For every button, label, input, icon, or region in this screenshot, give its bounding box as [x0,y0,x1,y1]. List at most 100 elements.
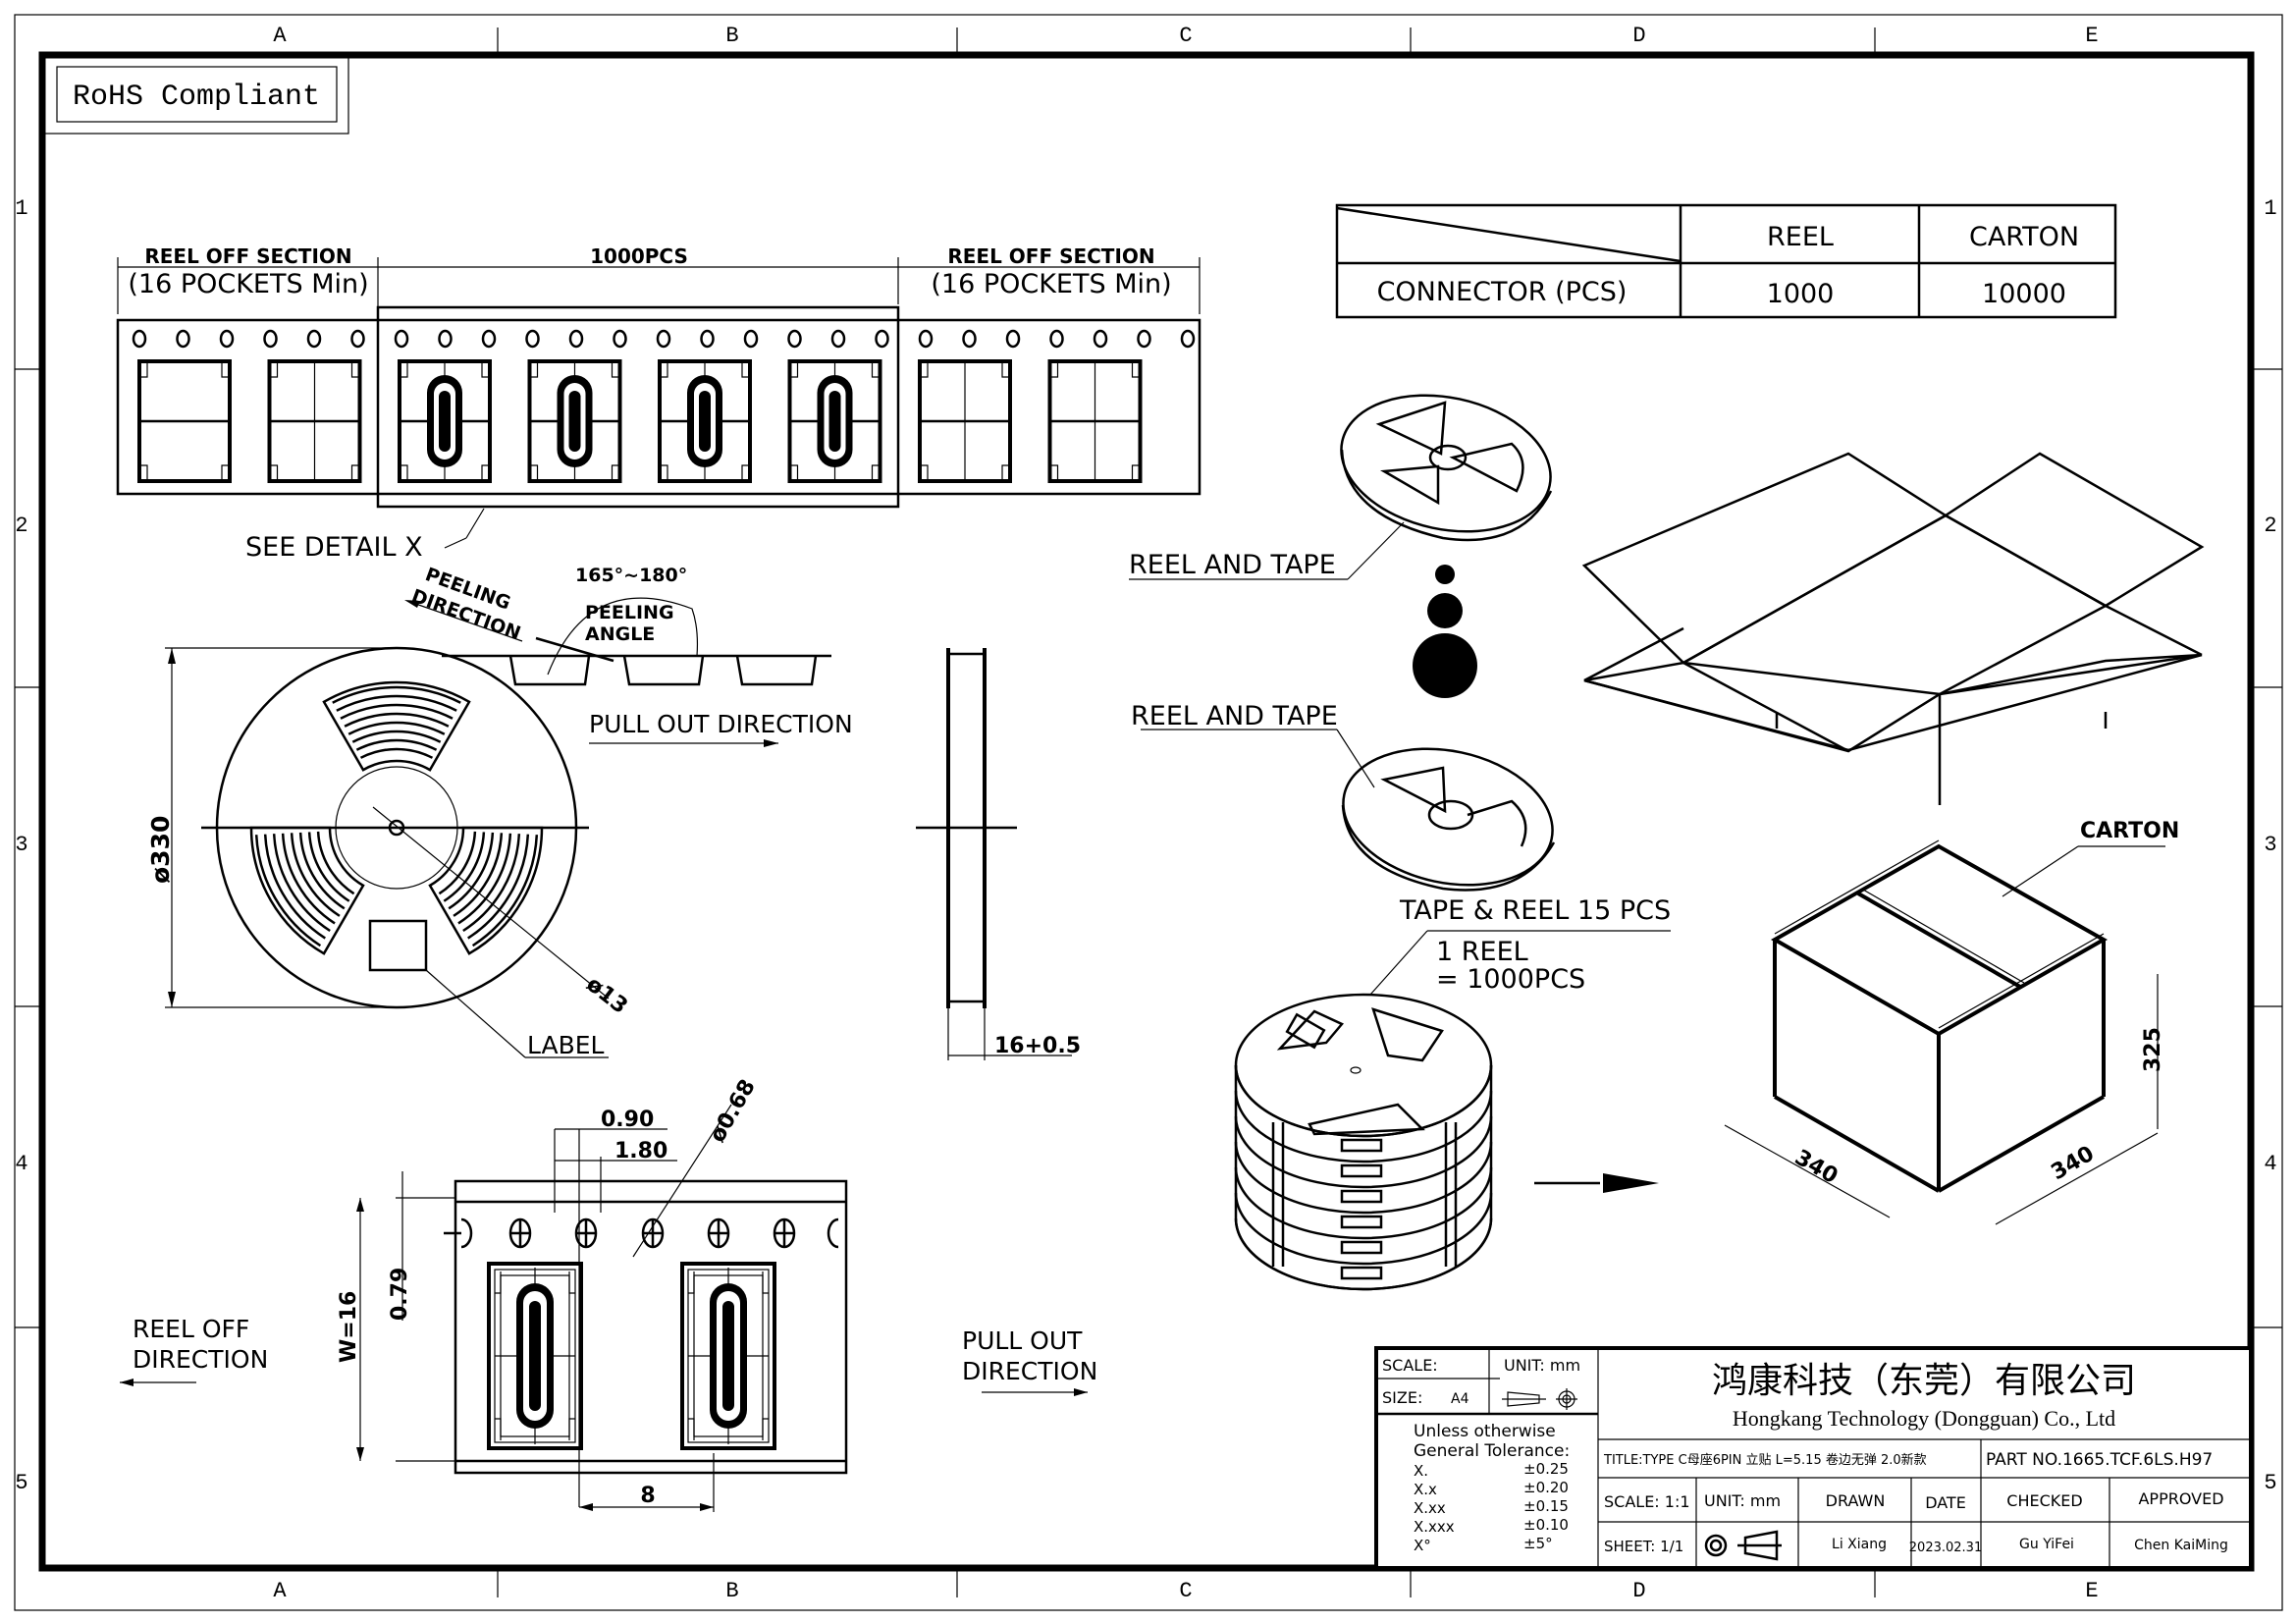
sprocket-hole [176,329,190,349]
peeling-angle-value: 165°~180° [575,565,687,586]
label-area [368,919,428,972]
reel-width: 16+0.5 [994,1034,1081,1058]
zone-col-e-bottom: E [2085,1579,2098,1603]
zone-col-e: E [2085,24,2098,48]
sprocket-hole [350,329,365,349]
dim-090: 0.90 [601,1108,654,1132]
scale-row: SCALE: 1:1 [1604,1492,1690,1511]
zone-row-1-right: 1 [2264,196,2276,221]
zone-markers: A B C D E A B C D E 1 2 3 4 5 1 2 3 4 5 [15,24,2282,1603]
zone-col-a-bottom: A [273,1579,287,1603]
reel-off-direction-1: REEL OFF [133,1315,249,1343]
tape-1000pcs: 1000PCS [590,244,688,268]
reel-iso-2: REEL AND TAPE [1131,701,1556,892]
tolerance-heading-2: General Tolerance: [1414,1441,1570,1461]
inner-frame [38,51,2255,1572]
sprocket-hole [481,329,497,349]
pockets-min-right: (16 POCKETS Min) [931,269,1171,299]
approved-by: Chen KaiMing [2134,1538,2228,1553]
carton-width: 340 [2048,1142,2099,1186]
stack-top [1234,993,1493,1138]
tolerance-format: X.xx [1414,1499,1446,1517]
stack-label-tab [1340,1189,1383,1204]
stack-label-tab [1340,1138,1383,1153]
tolerance-value: ±5° [1523,1535,1553,1552]
stack-disc-edge [1234,1115,1493,1189]
detail-x-view: W=16 0.79 0.90 1.80 ø0.68 8 REEL OFF DIR… [120,1075,1097,1512]
sprocket-hole [656,329,671,349]
projection-icon [1502,1391,1546,1407]
zone-row-4: 4 [15,1152,27,1176]
hub-diameter: ø13 [581,972,631,1019]
table-row-label: CONNECTOR (PCS) [1377,277,1628,307]
sheet-number: SHEET: 1/1 [1604,1538,1683,1555]
zone-col-b-bottom: B [725,1579,738,1603]
sprocket-hole [962,329,977,349]
tape-width-dim: W=16 [337,1291,361,1363]
reel-off-section-left: REEL OFF SECTION [144,244,351,268]
size-value: A4 [1451,1391,1469,1407]
stack-label-tab [1340,1163,1383,1178]
pocket-empty [1047,359,1143,483]
stack-note-1: 1 REEL [1436,937,1528,967]
pocket-filled [527,359,622,483]
stack-disc-edge [1234,1141,1493,1215]
drawn-header: DRAWN [1826,1491,1886,1510]
sprocket-hole [613,329,627,349]
zone-col-c-bottom: C [1179,1579,1192,1603]
projection-cone-icon [1737,1530,1782,1561]
approved-header: APPROVED [2138,1489,2223,1508]
zone-col-d-bottom: D [1632,1579,1645,1603]
sprocket-hole [525,329,540,349]
sprocket-hole [918,329,934,349]
title-block: SCALE: UNIT: mm SIZE: A4 Unless otherwis… [1374,1346,2253,1570]
sprocket-hole [773,1217,796,1249]
dot-small [1435,565,1455,584]
reel-off-section-right: REEL OFF SECTION [947,244,1154,268]
pocket-filled [787,359,882,483]
sprocket-hole [132,329,147,349]
zone-col-a: A [273,24,287,48]
reel-off-direction-2: DIRECTION [133,1345,268,1374]
peeling-angle-2: ANGLE [585,623,655,645]
scale-label: SCALE: [1382,1356,1438,1375]
sprocket-hole [743,329,759,349]
detail-x-box [376,305,900,509]
stack-disc-edge [1234,1166,1493,1240]
sprocket-hole [508,1217,532,1249]
stack-label-tab [1340,1266,1383,1280]
sprocket-hole [219,329,235,349]
peeling-diagram: PEELING DIRECTION 165°~180° PEELING ANGL… [404,564,853,747]
tolerance-format: X.xxx [1414,1518,1455,1536]
table-header-carton: CARTON [1969,222,2079,252]
tolerance-value: ±0.10 [1523,1516,1569,1534]
carton-label: CARTON [2080,819,2179,843]
drawing-date: 2023.02.31 [1909,1541,1982,1555]
zone-col-c: C [1179,24,1192,48]
tolerance-format: X.x [1414,1481,1437,1498]
pocket-empty [137,359,232,483]
zone-row-4-right: 4 [2264,1152,2276,1176]
sprocket-hole [1093,329,1108,349]
rohs-box: RoHS Compliant [41,54,349,135]
sprocket-hole [306,329,322,349]
dim-079: 0.79 [388,1268,412,1321]
drawing-title: TITLE:TYPE C母座6PIN 立贴 L=5.15 卷边无弹 2.0新款 [1603,1452,1927,1468]
reel-stack: TAPE & REEL 15 PCS 1 REEL = 1000PCS [1234,895,1671,1291]
outer-frame [14,14,2283,1611]
sprocket-hole [568,329,584,349]
tolerance-format: X° [1414,1537,1431,1554]
size-label: SIZE: [1382,1388,1422,1407]
see-detail-x: SEE DETAIL X [245,532,423,563]
reel-diameter: ø330 [146,816,175,884]
sprocket-hole-partial [827,1217,839,1249]
part-number: PART NO.1665.TCF.6LS.H97 [1986,1450,2213,1470]
closed-carton: CARTON 325 340 340 [1724,819,2179,1225]
sprocket-hole [263,329,278,349]
zone-row-2-right: 2 [2264,514,2276,538]
stack-label-tab [1340,1215,1383,1229]
dim-180: 1.80 [614,1139,667,1163]
zone-row-2: 2 [15,514,27,538]
sprocket-hole [875,329,889,349]
table-cell-carton: 10000 [1982,279,2066,309]
